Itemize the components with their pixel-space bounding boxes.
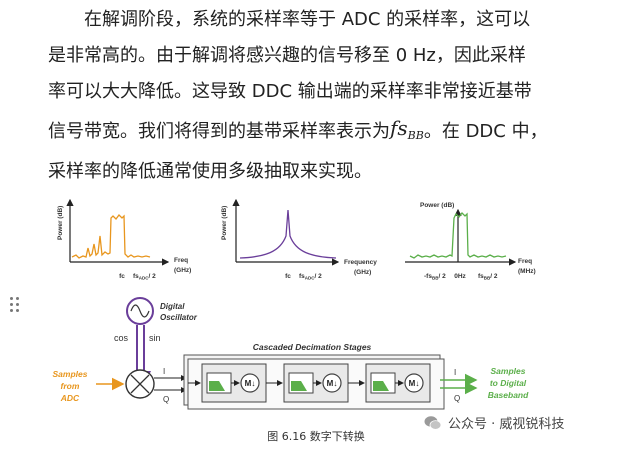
spectrum3-tick-left: -fsBB/ 2 bbox=[424, 273, 446, 281]
spectrum3-tick-left-sub: BB bbox=[432, 276, 439, 281]
stage2-decimator-label: M↓ bbox=[327, 379, 338, 388]
paragraph-line-3: 率可以大大降低。这导致 DDC 输出端的采样率非常接近基带 bbox=[48, 81, 532, 102]
output-label-2: to Digital bbox=[490, 378, 527, 388]
output-samples: I Q Samples to Digital Baseband bbox=[440, 366, 529, 403]
spectrum3-tick-right-tail: / 2 bbox=[490, 273, 498, 280]
sin-label: sin bbox=[149, 333, 161, 343]
paragraph-line-5: 采样率的降低通常使用多级抽取来实现。 bbox=[48, 161, 372, 182]
input-label-1: Samples bbox=[53, 369, 88, 379]
spectrum3-tick-mid: 0Hz bbox=[454, 273, 466, 280]
stage3-decimator-label: M↓ bbox=[409, 379, 420, 388]
spectrum1-tick-fs-main: fs bbox=[133, 273, 139, 280]
wechat-icon bbox=[424, 415, 442, 430]
cascaded-decimation-stages: Cascaded Decimation Stages M↓ M↓ bbox=[183, 342, 445, 410]
spectrum2-tick-fs-sub: ADC bbox=[305, 276, 315, 281]
spectrum2-tick-fc: fc bbox=[285, 273, 291, 280]
spectrum1-xlabel-2: (GHz) bbox=[174, 267, 191, 274]
decimation-stage-1: M↓ bbox=[201, 363, 267, 403]
q-label-in: Q bbox=[163, 395, 169, 404]
oscillator-label-2: Oscillator bbox=[160, 313, 198, 322]
output-label-1: Samples bbox=[491, 366, 526, 376]
lowpass-filter-icon bbox=[291, 381, 307, 391]
q-label-out: Q bbox=[454, 394, 460, 403]
sine-wave-icon bbox=[130, 304, 150, 318]
iq-mixer: I Q bbox=[125, 367, 187, 404]
lowpass-filter-icon bbox=[373, 381, 389, 391]
drag-handle-icon[interactable] bbox=[10, 297, 20, 313]
spectrum3-trace bbox=[409, 212, 507, 259]
input-label-3: ADC bbox=[60, 393, 80, 403]
spectrum1-tick-fc: fc bbox=[119, 273, 125, 280]
spectrum3-tick-left-tail: / 2 bbox=[438, 273, 446, 280]
fs-bb-symbol-main: fs bbox=[390, 116, 408, 140]
spectrum2-trace bbox=[239, 209, 337, 259]
spectrum3-tick-right-sub: BB bbox=[484, 276, 491, 281]
spectrum3-xlabel-2: (MHz) bbox=[518, 268, 536, 275]
spectrum3-tick-right: fsBB/ 2 bbox=[478, 273, 498, 281]
cos-label: cos bbox=[114, 333, 129, 343]
i-label-out: I bbox=[454, 368, 456, 377]
stage2-decimator bbox=[322, 373, 342, 393]
paragraph-line-2: 是非常高的。由于解调将感兴趣的信号移至 0 Hz，因此采样 bbox=[48, 45, 526, 66]
spectrum1-tick-fs-tail: / 2 bbox=[149, 273, 157, 280]
spectrum2-tick-fs: fsADC/ 2 bbox=[299, 273, 322, 281]
stage3-decimator bbox=[404, 373, 424, 393]
input-samples: Samples from ADC bbox=[53, 369, 125, 403]
spectrum-plot-lc: Power (dB) fc fsADC/ 2 Frequency (GHz) bbox=[221, 198, 377, 281]
paragraph-line-4-end: 。在 DDC 中， bbox=[423, 121, 548, 142]
spectrum3-title: Power (dB) bbox=[420, 202, 454, 209]
decimation-stage-2: M↓ bbox=[283, 363, 349, 403]
paragraph-line-4-start: 信号带宽。我们将得到的基带采样率表示为 bbox=[48, 121, 390, 142]
spectrum1-xlabel-1: Freq bbox=[174, 257, 188, 264]
spectrum-plot-baseband: Power (dB) -fsBB/ 2 0Hz fsBB/ 2 Freq (MH… bbox=[405, 202, 536, 281]
input-label-2: from bbox=[61, 381, 80, 391]
paragraph-line-1: 在解调阶段，系统的采样率等于 ADC 的采样率，这可以 bbox=[84, 9, 531, 30]
stage2-decimator-letter: M bbox=[327, 379, 334, 388]
stage1-decimator-letter: M bbox=[245, 379, 252, 388]
digital-oscillator: Digital Oscillator cos sin bbox=[114, 297, 198, 385]
spectrum3-tick-right-main: fs bbox=[478, 273, 484, 280]
output-label-3: Baseband bbox=[488, 390, 529, 400]
spectrum2-xlabel-2: (GHz) bbox=[354, 269, 371, 276]
i-label-in: I bbox=[163, 367, 165, 376]
spectrum-plot-rf: Power (dB) fc fsADC/ 2 Freq (GHz) bbox=[57, 198, 191, 281]
spectrum2-tick-fs-tail: / 2 bbox=[315, 273, 323, 280]
watermark-text: 公众号 · 威视锐科技 bbox=[448, 417, 565, 432]
multiply-icon-b bbox=[130, 374, 150, 394]
spectrum1-ylabel: Power (dB) bbox=[57, 206, 64, 240]
stage1-decimator-label: M↓ bbox=[245, 379, 256, 388]
stages-title: Cascaded Decimation Stages bbox=[253, 342, 372, 352]
spectrum2-ylabel: Power (dB) bbox=[221, 206, 228, 240]
decimation-stage-3: M↓ bbox=[365, 363, 431, 403]
watermark: 公众号 · 威视锐科技 bbox=[424, 413, 564, 432]
spectrum3-tick-left-main: -fs bbox=[424, 273, 432, 280]
oscillator-label-1: Digital bbox=[160, 302, 185, 311]
fs-bb-symbol: fsBB bbox=[390, 116, 424, 142]
spectrum2-xlabel-1: Frequency bbox=[344, 259, 377, 266]
spectrum1-tick-fs-sub: ADC bbox=[139, 276, 149, 281]
spectrum3-xlabel-1: Freq bbox=[518, 258, 532, 265]
stage3-decimator-letter: M bbox=[409, 379, 416, 388]
spectrum2-tick-fs-main: fs bbox=[299, 273, 305, 280]
fs-bb-symbol-sub: BB bbox=[407, 129, 424, 142]
spectrum1-trace bbox=[71, 214, 151, 259]
paragraph-line-4: 信号带宽。我们将得到的基带采样率表示为fsBB。在 DDC 中， bbox=[48, 110, 618, 154]
body-paragraph: 在解调阶段，系统的采样率等于 ADC 的采样率，这可以 是非常高的。由于解调将感… bbox=[48, 2, 618, 190]
stage1-decimator bbox=[240, 373, 260, 393]
figure-caption: 图 6.16 数字下转换 bbox=[267, 430, 365, 443]
spectrum1-tick-fs: fsADC/ 2 bbox=[133, 273, 156, 281]
lowpass-filter-icon bbox=[209, 381, 225, 391]
